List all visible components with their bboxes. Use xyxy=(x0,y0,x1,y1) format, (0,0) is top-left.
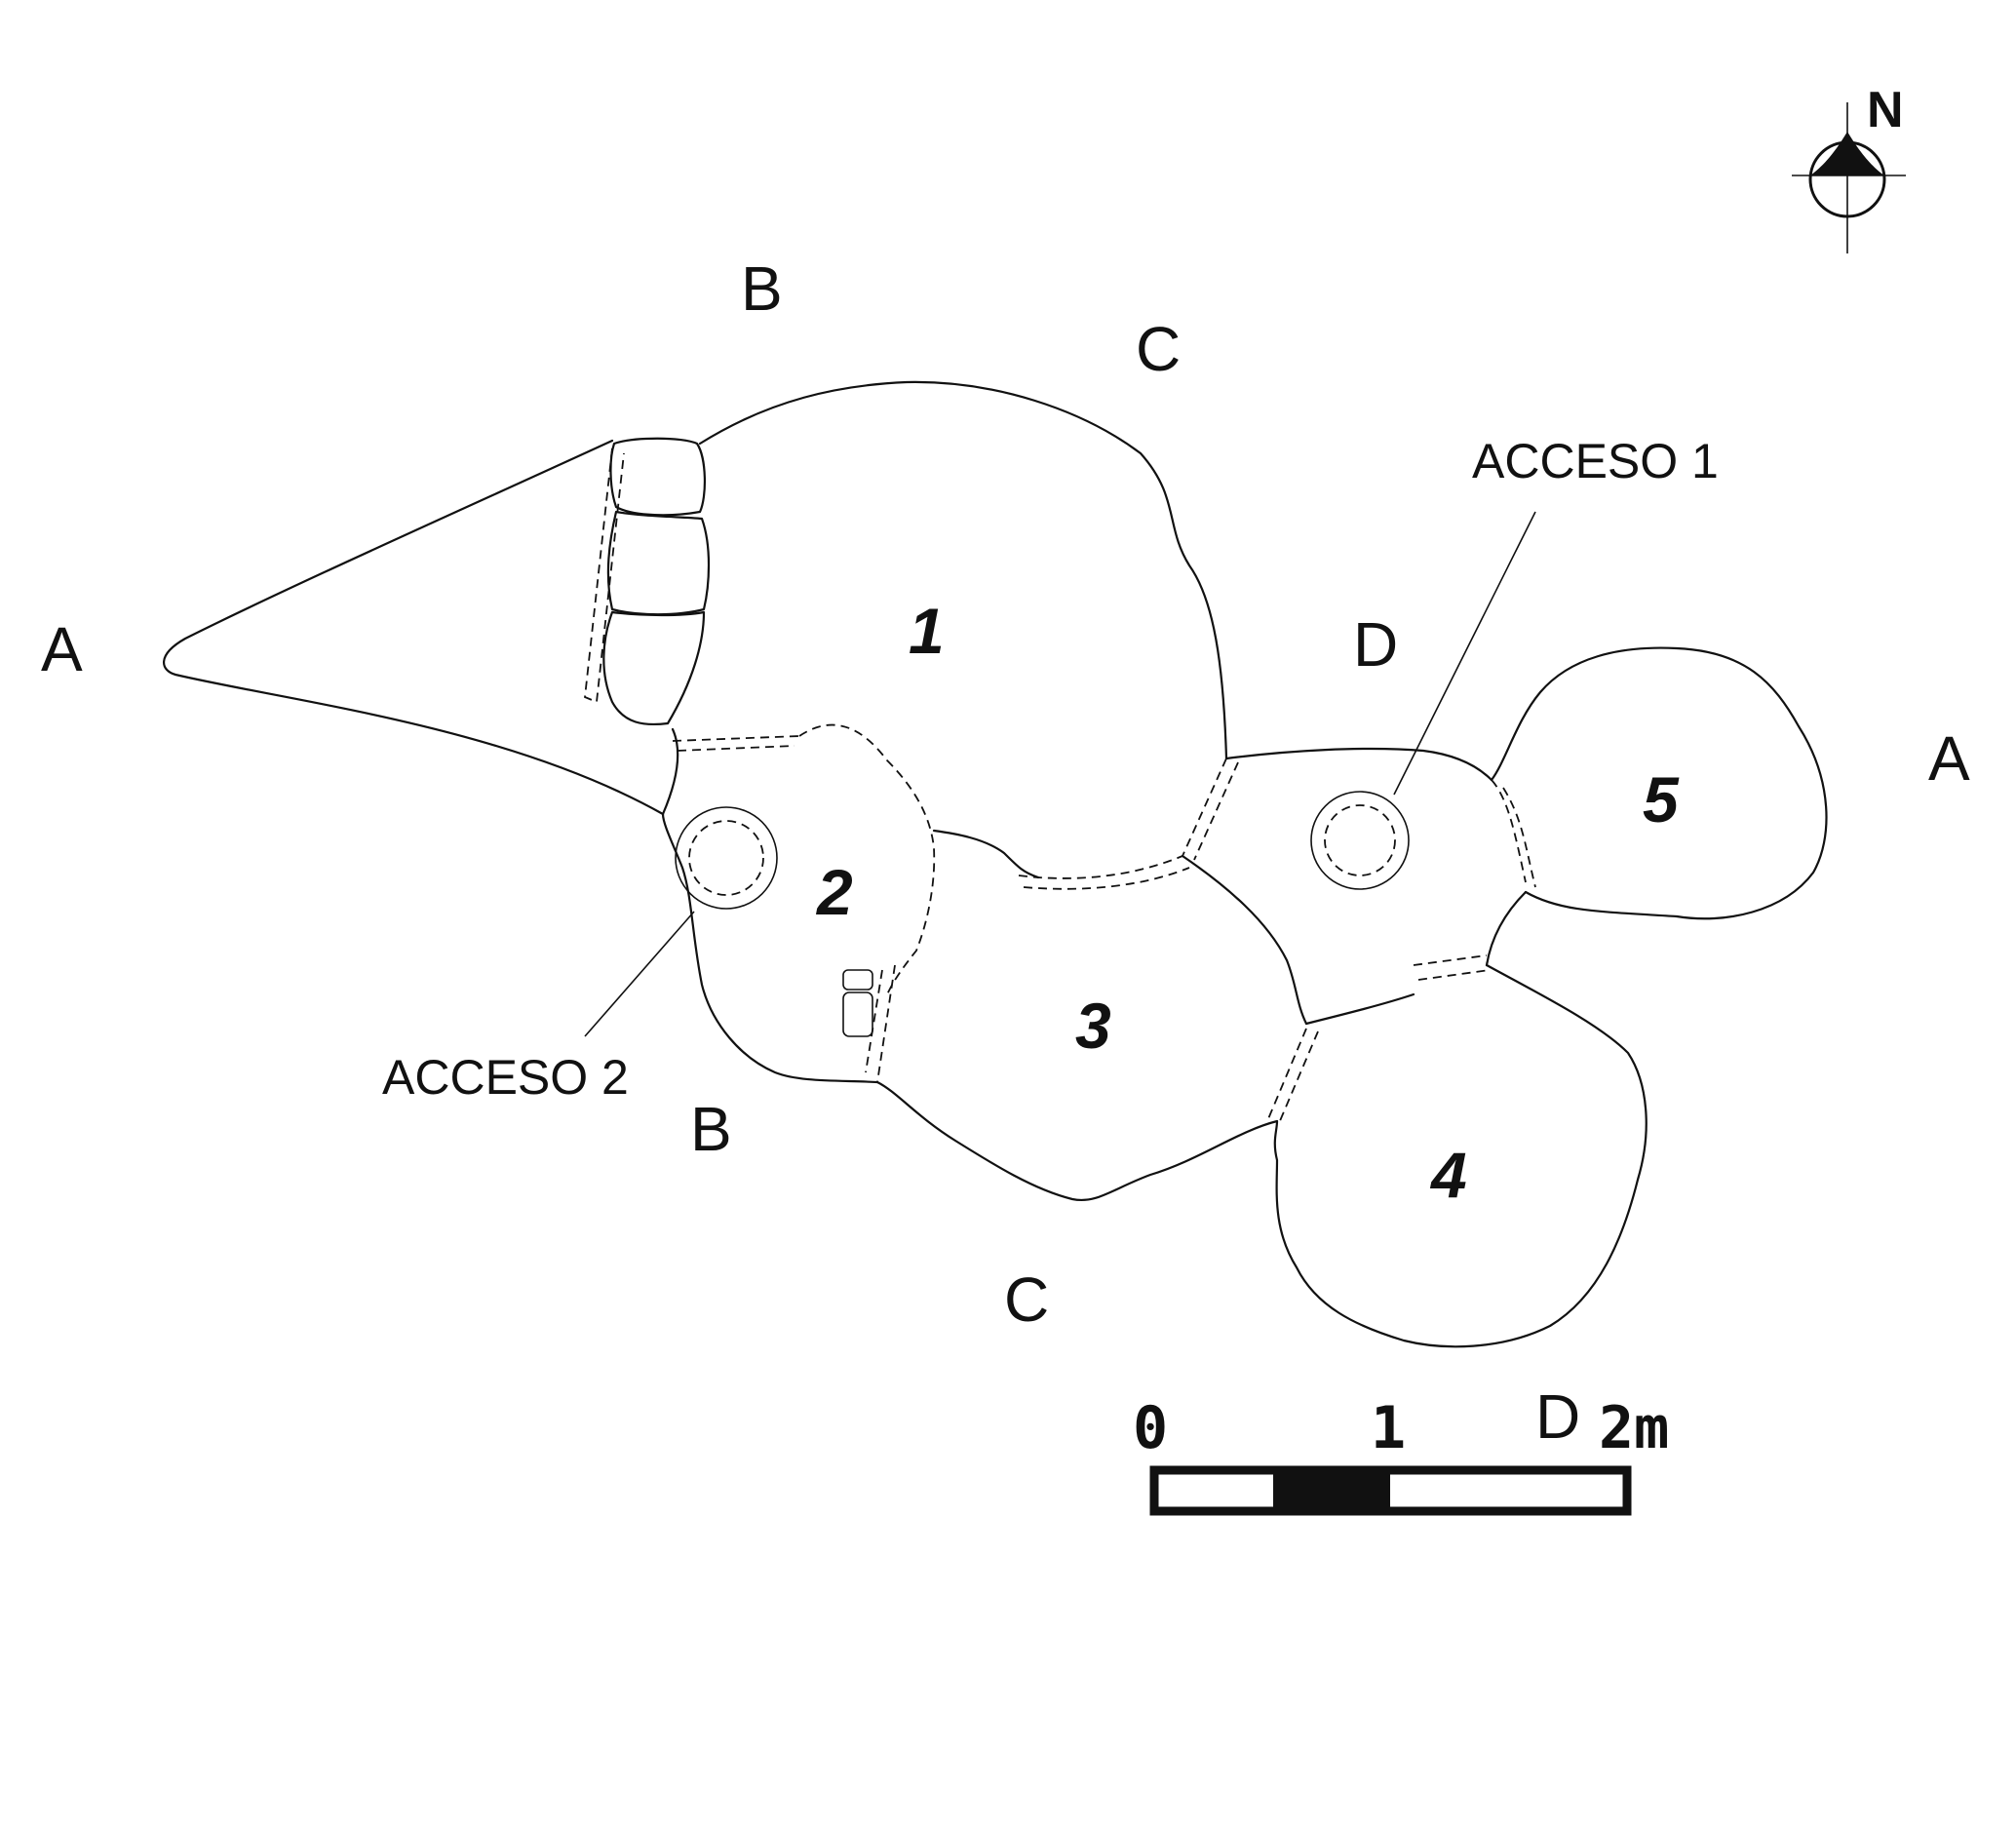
small-stone-bottom xyxy=(842,991,873,1037)
room-number-1: 1 xyxy=(909,595,945,667)
stone-block-1 xyxy=(609,437,707,517)
scale-tick-1: 1 xyxy=(1371,1394,1406,1462)
north-arrow: N xyxy=(1792,82,1906,253)
section-label-c-bottom: C xyxy=(1004,1264,1049,1335)
link-5-4-wall xyxy=(1485,890,1528,967)
west-wedge-wall xyxy=(163,439,665,816)
section-labels: A A B B C C D D xyxy=(41,253,1970,1452)
acceso-2-label: ACCESO 2 xyxy=(382,1050,629,1105)
scale-bar-frame xyxy=(1149,1465,1632,1516)
threshold-2-3-curve xyxy=(798,723,936,995)
acceso-2-leader xyxy=(584,911,695,1037)
corridor-top-wall xyxy=(1224,747,1493,782)
stone-block-2 xyxy=(606,510,711,616)
thresholds xyxy=(584,447,1536,1124)
threshold-1-3 xyxy=(1018,855,1190,890)
room-number-5: 5 xyxy=(1643,763,1680,836)
threshold-1-corridor xyxy=(1182,758,1239,861)
corridor-bottom-wall xyxy=(1304,992,1415,1026)
north-arrow-pointer xyxy=(1810,132,1884,175)
room-1-wall xyxy=(698,380,1228,760)
threshold-2-3-lower xyxy=(865,964,896,1083)
partition-2-3-wall xyxy=(932,829,1040,879)
stone-wall-line xyxy=(661,727,679,816)
scale-bar-fill xyxy=(1273,1470,1390,1511)
acceso-2-inner-ring xyxy=(688,820,764,896)
scale-tick-0: 0 xyxy=(1133,1394,1168,1462)
threshold-corridor-5 xyxy=(1491,779,1536,888)
stone-column-dashes xyxy=(584,447,625,704)
threshold-3-4 xyxy=(1266,1028,1319,1124)
room-number-2: 2 xyxy=(815,856,853,928)
scale-tick-2m: 2m xyxy=(1599,1394,1669,1462)
acceso-1-outer-ring xyxy=(1310,791,1410,890)
partition-3-4-wall xyxy=(1181,854,1308,1026)
acceso-1-label: ACCESO 1 xyxy=(1472,434,1719,488)
room-2-wall xyxy=(661,812,879,1084)
stone-blocks xyxy=(602,437,873,1037)
section-label-b-bottom: B xyxy=(690,1094,732,1164)
access-labels: ACCESO 1 ACCESO 2 xyxy=(382,434,1719,1105)
threshold-1-2 xyxy=(672,735,800,752)
acceso-2-outer-ring xyxy=(675,806,778,910)
section-label-a-right: A xyxy=(1928,723,1970,794)
structure-outline xyxy=(163,380,1828,1348)
section-label-d-bottom: D xyxy=(1535,1381,1580,1452)
small-stone-top xyxy=(842,969,873,991)
room-number-4: 4 xyxy=(1429,1139,1467,1211)
acceso-1-leader xyxy=(1393,511,1536,796)
section-label-a-left: A xyxy=(41,614,83,684)
room-3-bottom-wall xyxy=(875,1080,1279,1202)
room-4-wall xyxy=(1273,963,1648,1348)
access-wells xyxy=(584,511,1536,1037)
stone-block-3 xyxy=(602,610,706,726)
north-label: N xyxy=(1867,82,1904,138)
section-label-d-top: D xyxy=(1353,609,1398,680)
room-5-wall xyxy=(1490,646,1828,920)
scale-bar: 0 1 2m xyxy=(1133,1394,1669,1516)
room-number-3: 3 xyxy=(1075,990,1111,1062)
section-label-c-top: C xyxy=(1136,314,1181,384)
threshold-corridor-4 xyxy=(1413,954,1491,981)
section-label-b-top: B xyxy=(741,253,783,324)
acceso-1-inner-ring xyxy=(1324,804,1396,876)
room-numbers: 1 2 3 4 5 xyxy=(815,595,1680,1211)
